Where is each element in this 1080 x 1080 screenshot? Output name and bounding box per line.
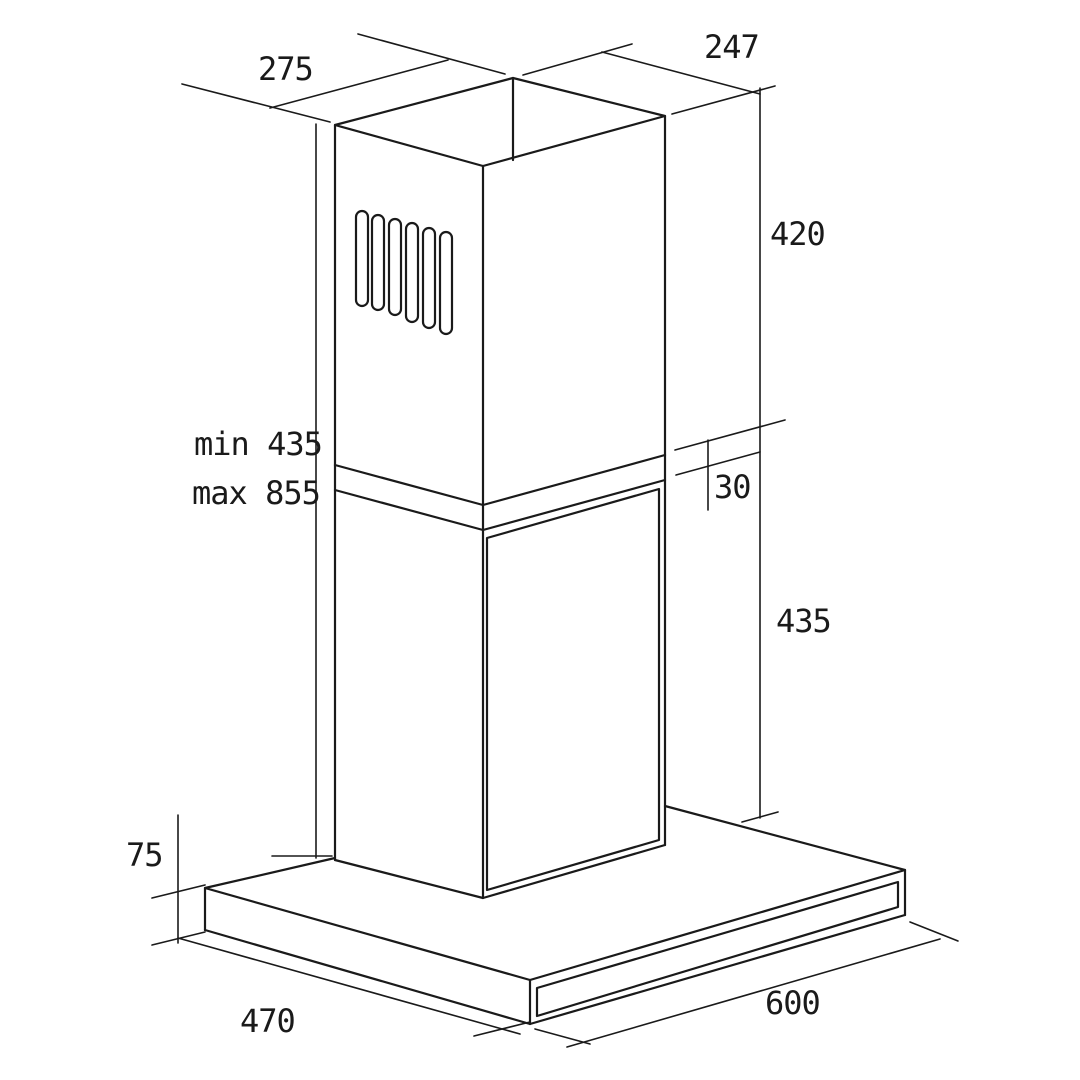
dim-ext-470-right — [473, 1021, 531, 1037]
vent-slots — [354, 209, 454, 336]
vent-slot — [354, 209, 370, 308]
dim-ext-275-right — [357, 33, 506, 75]
dim-ext-275-left — [181, 83, 331, 123]
dim-line-275 — [269, 59, 449, 109]
dimension-lines — [151, 33, 959, 1048]
dim-ext-lower-top — [675, 451, 761, 476]
dim-ext-435-bottom — [741, 811, 779, 823]
label-top-width: 247 — [704, 28, 759, 66]
dim-ext-600-right — [909, 921, 959, 942]
vent-slot — [370, 213, 386, 312]
label-top-depth: 275 — [258, 50, 313, 88]
dim-ext-600-left — [534, 1028, 591, 1045]
label-total-min: min 435 — [194, 425, 322, 463]
dim-ext-75-top — [151, 884, 206, 899]
lower-chimney — [333, 453, 667, 900]
vent-slot — [421, 226, 437, 330]
label-total-max: max 855 — [192, 474, 320, 512]
dim-ext-247-right — [671, 85, 776, 115]
dimension-labels: 275 247 420 30 435 min 435 max 855 75 47… — [126, 28, 832, 1040]
dim-ext-upper-bottom — [674, 419, 786, 451]
canopy — [203, 804, 907, 1026]
label-canopy-height: 75 — [126, 836, 163, 874]
dim-line-600 — [566, 938, 941, 1048]
label-canopy-depth: 470 — [240, 1002, 295, 1040]
canopy-front-strip — [535, 880, 900, 1018]
label-upper-chimney-height: 420 — [770, 215, 825, 253]
vent-slot — [387, 217, 403, 317]
upper-bottom-edge — [333, 453, 667, 507]
dim-line-247 — [601, 51, 761, 95]
lower-front-panel — [485, 487, 661, 892]
vent-slot — [404, 221, 420, 324]
chimney-top-opening — [333, 76, 667, 168]
canopy-bottom-edge — [203, 913, 907, 1026]
label-lower-chimney-height: 435 — [776, 602, 831, 640]
label-overlap: 30 — [714, 468, 751, 506]
dim-line-470 — [177, 937, 521, 1035]
vent-slot — [438, 230, 454, 336]
dim-ext-247-left — [522, 43, 633, 76]
lower-top-edge — [333, 478, 667, 532]
canopy-top-outline — [203, 804, 907, 982]
lower-bottom-edge — [333, 843, 667, 900]
label-canopy-width: 600 — [765, 984, 820, 1022]
